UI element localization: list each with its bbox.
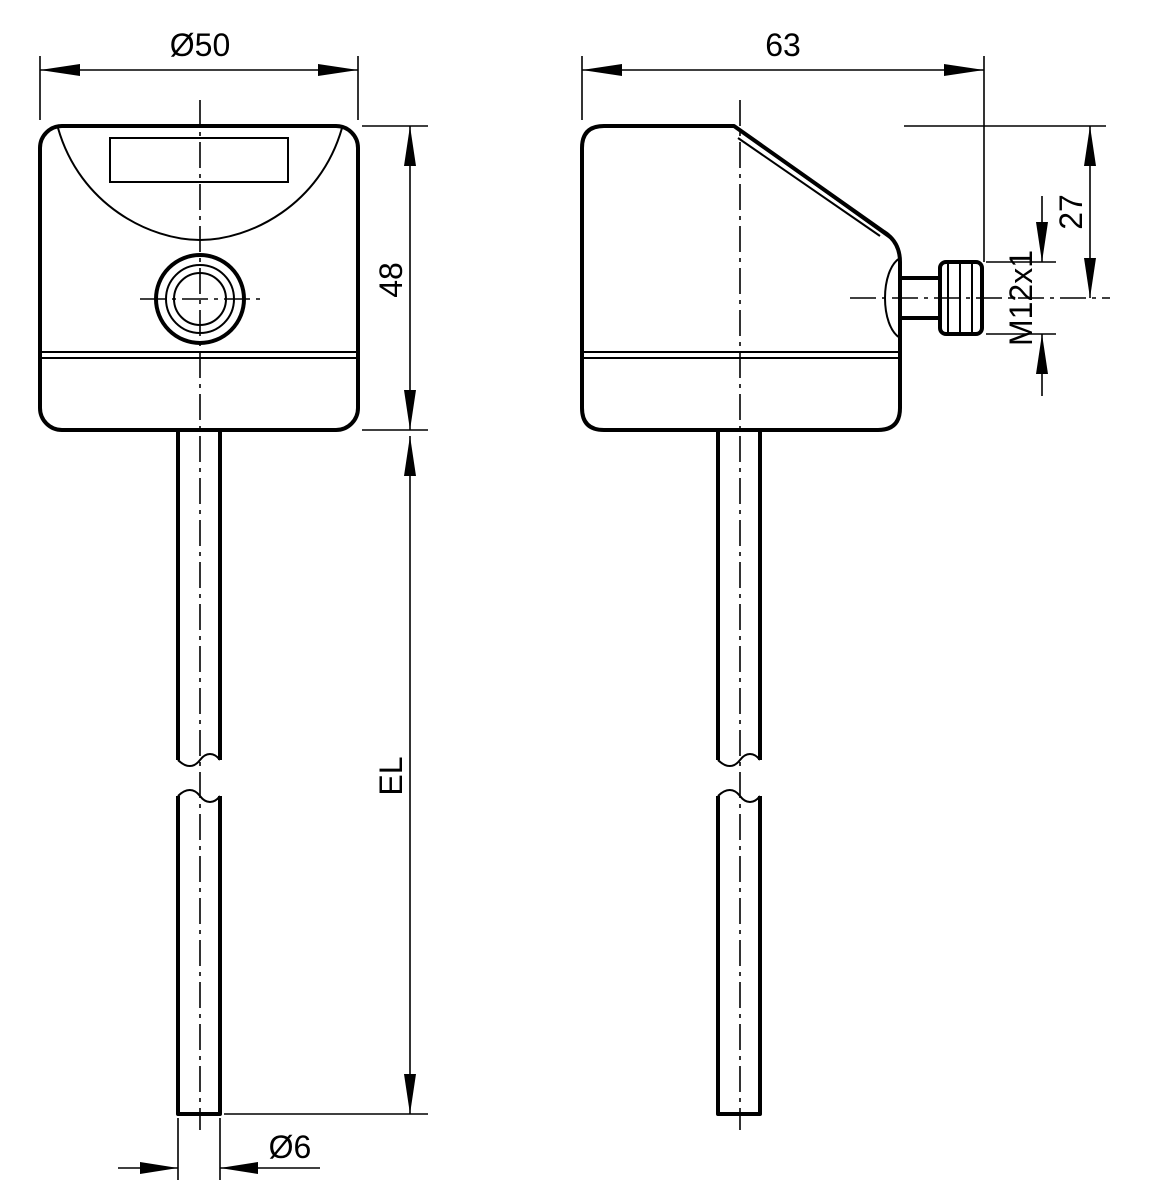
front-view	[38, 100, 360, 1130]
front-housing	[38, 124, 360, 432]
side-view	[580, 100, 1110, 1130]
front-probe-lower	[176, 796, 222, 1116]
side-slope-detail	[737, 137, 881, 237]
dim-el-label: EL	[373, 756, 409, 795]
side-slope-edge	[741, 131, 891, 239]
dim-6-label: Ø6	[269, 1129, 312, 1165]
side-probe-lower	[716, 796, 762, 1116]
dim-m12-arrow-top	[1036, 222, 1048, 262]
side-probe-break-top	[717, 753, 761, 767]
dim-el-arrow-top	[404, 436, 416, 476]
dim-63-arrow-left	[582, 64, 622, 76]
front-display-window	[109, 137, 289, 183]
dim-63-arrow-right	[944, 64, 984, 76]
dim-m12-arrow-bottom	[1036, 334, 1048, 374]
dim-27-label: 27	[1053, 194, 1089, 230]
front-probe-break-bottom	[177, 789, 221, 803]
dim-el-arrow-bottom	[404, 1074, 416, 1114]
dim-6-arrow-right	[220, 1162, 258, 1174]
dim-50-arrow-right	[318, 64, 358, 76]
dim-50-arrow-left	[40, 64, 80, 76]
dim-63-label: 63	[765, 27, 801, 63]
dim-48-arrow-bottom	[404, 390, 416, 430]
front-probe-upper	[176, 430, 222, 760]
dim-27-arrow-top	[1084, 126, 1096, 166]
dim-m12-label: M12x1	[1003, 250, 1039, 346]
front-probe-break-top	[177, 753, 221, 767]
side-housing	[580, 124, 902, 432]
dim-48-label: 48	[373, 262, 409, 298]
dim-50-label: Ø50	[170, 27, 230, 63]
side-probe-break-bottom	[717, 789, 761, 803]
dim-27-arrow-bottom	[1084, 258, 1096, 298]
dimension-lines: Ø50 63 48 EL Ø6 27	[39, 27, 1106, 1180]
dim-6-arrow-left	[140, 1162, 178, 1174]
dim-48-arrow-top	[404, 126, 416, 166]
side-probe-upper	[716, 430, 762, 760]
